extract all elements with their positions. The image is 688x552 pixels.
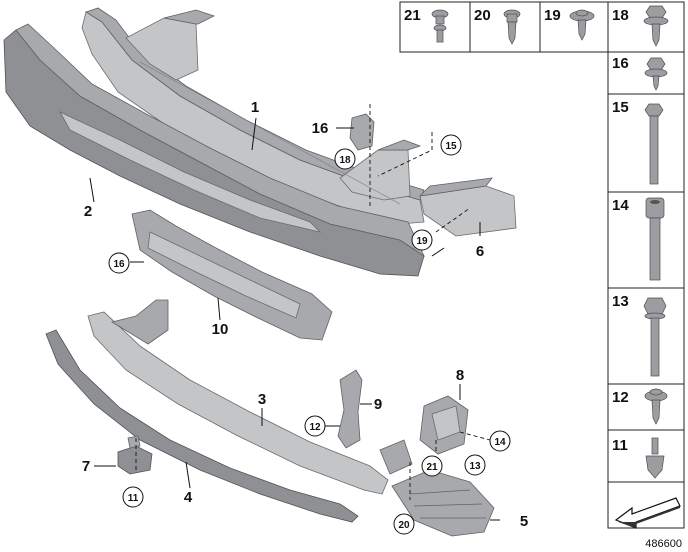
circled-ref-14: 14 [489,430,511,452]
front-direction-arrow-icon [614,497,681,529]
catalog-number: 486600 [645,538,682,550]
circled-ref-15: 15 [440,134,462,156]
circled-reference-labels: 15 18 19 16 12 14 13 21 [108,134,511,535]
legend-item-15: 15 [612,99,664,185]
svg-text:11: 11 [612,437,628,454]
legend-item-14: 14 [612,197,665,281]
svg-text:15: 15 [612,99,629,116]
legend-item-21: 21 [404,7,449,43]
callout-6: 6 [476,243,484,260]
svg-text:15: 15 [445,141,457,152]
bracket-part-8 [419,395,469,455]
svg-text:12: 12 [309,422,321,433]
sensor-part-7 [117,435,153,475]
collar-screw-icon [644,388,668,425]
svg-text:12: 12 [612,389,629,406]
hex-collar-screw-icon [643,5,669,47]
hex-bolt-icon [644,103,664,185]
torx-screw-icon [503,9,521,45]
svg-text:14: 14 [494,437,506,448]
svg-text:20: 20 [474,7,491,24]
legend-item-20: 20 [474,7,521,45]
legend-item-19: 19 [544,7,595,41]
callout-10: 10 [212,321,229,338]
callout-3: 3 [258,391,266,408]
rivet-screw-icon [431,9,449,43]
bracket-part-16 [349,113,375,151]
callout-5: 5 [520,513,528,530]
svg-text:16: 16 [612,55,629,72]
callout-labels: 1 2 3 4 5 6 7 8 9 10 16 [82,99,528,530]
callout-8: 8 [456,367,464,384]
circled-ref-19: 19 [411,229,433,251]
circled-ref-16: 16 [108,252,130,274]
trim-strip-part-4 [45,329,359,523]
socket-head-bolt-icon [645,197,665,281]
hex-bolt-long-icon [643,297,667,377]
collar-screw-icon [569,9,595,41]
legend-item-12: 12 [612,388,668,425]
svg-text:16: 16 [113,259,125,270]
hardware-legend: 21 20 19 [399,1,685,529]
circled-ref-13: 13 [464,454,486,476]
legend-item-18: 18 [612,5,669,47]
svg-text:18: 18 [339,155,351,166]
absorber-part-2 [3,23,425,277]
svg-text:21: 21 [426,462,438,473]
svg-text:11: 11 [128,493,139,504]
bracket-part-6 [418,177,517,237]
callout-2: 2 [84,203,92,220]
svg-text:20: 20 [398,520,410,531]
callout-7: 7 [82,458,90,475]
hex-flange-screw-icon [644,57,668,91]
svg-text:18: 18 [612,7,629,24]
svg-text:21: 21 [404,7,421,24]
circled-ref-11: 11 [122,486,144,508]
bracket-part-9 [337,369,363,449]
circled-ref-12: 12 [304,415,326,437]
circled-ref-20: 20 [393,513,415,535]
svg-text:19: 19 [544,7,561,24]
circled-ref-18: 18 [334,148,356,170]
legend-item-11: 11 [612,437,665,479]
svg-text:14: 14 [612,197,629,214]
callout-4: 4 [184,489,193,506]
svg-text:13: 13 [612,293,629,310]
legend-item-16: 16 [612,55,668,91]
callout-1: 1 [251,99,259,116]
callout-16: 16 [312,120,329,137]
svg-text:13: 13 [469,461,481,472]
legend-item-13: 13 [612,293,667,377]
svg-text:19: 19 [416,236,428,247]
callout-9: 9 [374,396,382,413]
absorber-part-10 [131,209,333,341]
circled-ref-21: 21 [421,455,443,477]
expansion-rivet-icon [645,437,665,479]
lower-carrier-part-3 [87,299,413,495]
bumper-carrier-part-1 [81,7,425,225]
